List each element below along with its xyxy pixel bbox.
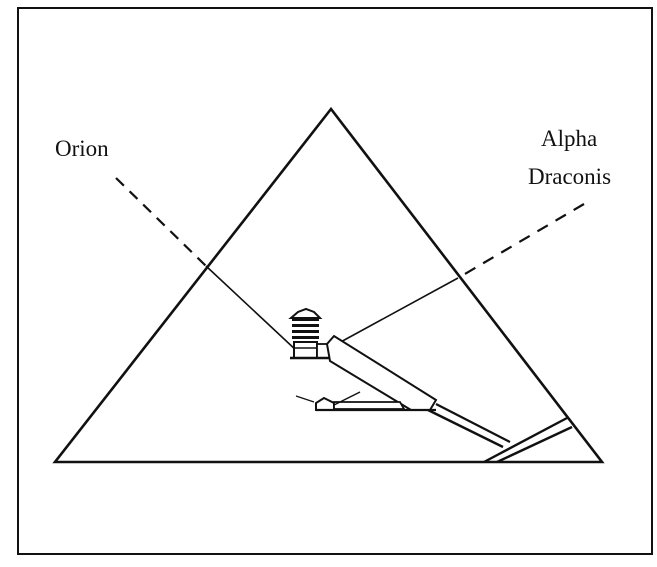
- grand-gallery: [325, 334, 438, 411]
- border-box: [17, 7, 653, 555]
- orion-shaft: [205, 265, 299, 353]
- descending-passage: [483, 416, 573, 464]
- alpha-draconis-label-line1: Alpha: [541, 126, 597, 151]
- alpha-draconis-label-line2: Draconis: [528, 164, 611, 189]
- alpha-draconis-shaft-dashed: [457, 203, 585, 279]
- queens-chamber: [295, 391, 436, 412]
- orion-label: Orion: [55, 136, 109, 161]
- alpha-draconis-shaft: [336, 277, 459, 345]
- kings-chamber: [288, 307, 331, 360]
- pyramid-outline: [52, 106, 605, 464]
- orion-shaft-dashed: [115, 177, 207, 267]
- ascending-passage: [427, 403, 511, 449]
